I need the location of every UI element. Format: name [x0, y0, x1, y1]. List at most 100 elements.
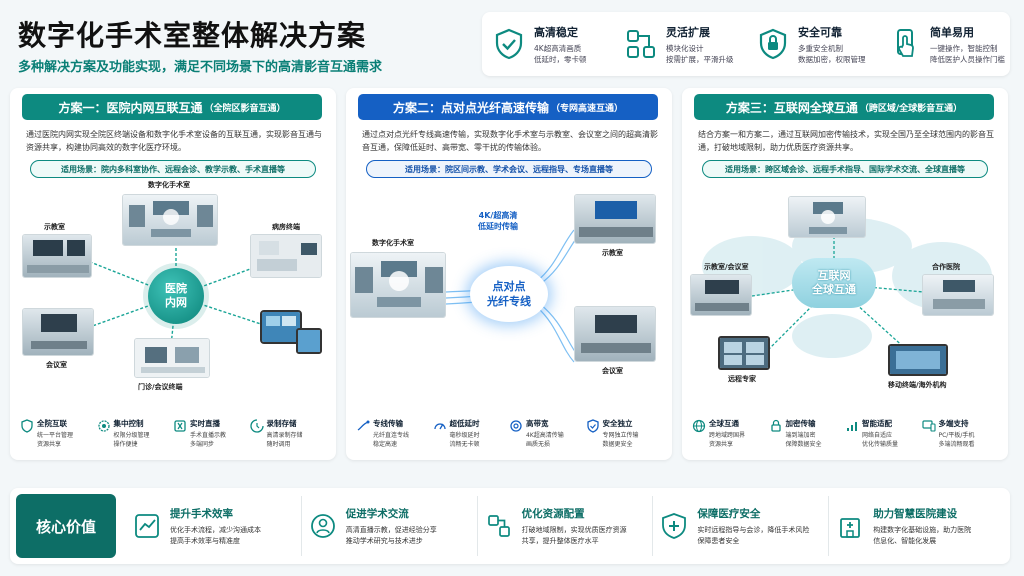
- panel-feature-desc: 权限分级管理: [113, 432, 150, 439]
- core-value-desc: 优化手术流程，减少沟通成本: [170, 525, 261, 534]
- panel-feature-desc: 专网独立传输: [602, 432, 639, 439]
- core-values: 核心价值 提升手术效率优化手术流程，减少沟通成本提高手术效率与精准度 促进学术交…: [10, 488, 1010, 564]
- panel-heading-text: 方案一：医院内网互联互通: [58, 100, 203, 115]
- core-values-label: 核心价值: [16, 494, 116, 558]
- feature-name: 安全可靠: [798, 25, 842, 39]
- feature-desc: 数据加密，权限管理: [798, 54, 866, 64]
- panel-feature-desc: 随时调用: [266, 441, 291, 448]
- fiber-diagram: 4K/超高清低延时传输 数字化手术室 点对点光纤专线 示教室 会议室: [346, 186, 672, 406]
- panel-feature-name: 多端支持: [938, 419, 969, 428]
- meeting-room-image: [574, 306, 656, 362]
- panel-feature-item: 智能适配网络自适应优化传输质量: [845, 418, 922, 454]
- feature-name: 灵活扩展: [666, 25, 710, 39]
- page-title: 数字化手术室整体解决方案: [18, 19, 367, 52]
- panel-feature-desc: 稳定高速: [373, 441, 398, 448]
- efficiency-icon: [135, 514, 159, 538]
- feature-item: 安全可靠多重安全机制数据加密，权限管理: [746, 12, 878, 76]
- panel-feature-desc: 保障数据安全: [785, 441, 822, 448]
- panel-feature-desc: 画质无损: [526, 441, 551, 448]
- panel-feature-name: 高带宽: [526, 419, 549, 428]
- network-diagram: 数字化手术室 示教室 病房终端 医院内网 会议室 门诊/会议终端: [10, 181, 336, 406]
- panel-feature-name: 全院互联: [37, 419, 67, 428]
- panel-feature-item: 专线传输光纤直连专线稳定高速: [356, 418, 433, 454]
- panel-feature-name: 加密传输: [785, 419, 816, 428]
- panel-feature-name: 实时直播: [190, 419, 220, 428]
- devices-icon: [921, 420, 936, 432]
- core-value-desc: 推动学术研究与技术进步: [345, 536, 423, 545]
- core-values-list: 提升手术效率优化手术流程，减少沟通成本提高手术效率与精准度 促进学术交流高清直播…: [126, 496, 1004, 556]
- core-value-desc: 保障患者安全: [697, 536, 740, 545]
- solution-panel-1: 方案一：医院内网互联互通（全院区影音互通） 通过医院内网实现全院区终端设备和数字…: [10, 88, 336, 460]
- core-value-desc: 高清直播示教，促进经验分享: [345, 525, 437, 534]
- panel-feature-item: 全院互联统一平台管理资源共享: [20, 418, 97, 454]
- panel-feature-desc: 多端流畅观看: [938, 441, 975, 448]
- panel-heading-sub: （跨区域/全球影音互通）: [859, 103, 963, 114]
- panel-feature-desc: 手术直播示教: [190, 432, 227, 439]
- live-icon: [174, 420, 186, 432]
- panel-features: 全球互通跨地域跨国界资源共享 加密传输端到端加密保障数据安全 智能适配网络自适应…: [692, 418, 998, 454]
- panel-feature-item: 集中控制权限分级管理操作便捷: [97, 418, 174, 454]
- panel-feature-desc: PC/平板/手机: [938, 432, 975, 439]
- hub-text: 光纤专线: [487, 295, 531, 308]
- room-label: 病房终端: [272, 223, 300, 231]
- modules-icon: [627, 30, 655, 58]
- feature-name: 简单易用: [930, 25, 974, 39]
- panel-feature-desc: 流畅无卡顿: [449, 441, 480, 448]
- clinic-terminal-image: [134, 338, 210, 378]
- panel-feature-desc: 优化传输质量: [862, 441, 899, 448]
- solution-panel-3: 方案三：互联网全球互通（跨区域/全球影音互通） 结合方案一和方案二，通过互联网加…: [682, 88, 1008, 460]
- hub-text: 全球互通: [812, 283, 856, 296]
- core-value-name: 助力智慧医院建设: [873, 507, 958, 520]
- panel-feature-desc: 资源共享: [709, 441, 734, 448]
- panel-feature-item: 录制存储高清录制存储随时调用: [249, 418, 327, 454]
- panel-feature-desc: 操作便捷: [113, 441, 138, 448]
- room-label: 示教室/会议室: [704, 263, 749, 271]
- hub-text: 医院: [165, 282, 187, 295]
- panel-feature-item: 加密传输端到端加密保障数据安全: [769, 418, 846, 454]
- panel-feature-name: 超低延时: [449, 419, 480, 428]
- operating-room-image: [350, 252, 446, 318]
- mobile-terminal-image: [888, 344, 948, 376]
- panel-feature-desc: 高清录制存储: [266, 432, 303, 439]
- room-label: 门诊/会议终端: [138, 383, 183, 391]
- feature-item: 简单易用一键操作，智能控制降低医护人员操作门槛: [878, 12, 1010, 76]
- panel-feature-desc: 数据更安全: [602, 441, 633, 448]
- panel-features: 全院互联统一平台管理资源共享 集中控制权限分级管理操作便捷 实时直播手术直播示教…: [20, 418, 326, 454]
- hub-text: 内网: [165, 296, 187, 309]
- feature-item: 灵活扩展模块化设计按需扩展，平滑升级: [614, 12, 746, 76]
- classroom-image: [574, 194, 656, 244]
- speed-text: 低延时传输: [478, 222, 518, 231]
- panel-heading-sub: （专网高速互通）: [551, 103, 624, 114]
- remote-expert-image: [718, 336, 770, 370]
- operating-room-image: [122, 194, 218, 246]
- shield-check-icon: [495, 28, 523, 60]
- core-value-desc: 打破地域限制，实现优质医疗资源: [521, 525, 627, 534]
- panel-feature-item: 安全独立专网独立传输数据更安全: [586, 418, 663, 454]
- operating-room-image: [788, 196, 866, 238]
- room-label: 会议室: [46, 361, 67, 369]
- panel-feature-desc: 跨地域跨国界: [709, 432, 746, 439]
- core-value-desc: 信息化、智能化发展: [873, 536, 937, 545]
- tablet-device-image: [260, 310, 302, 344]
- panel-feature-desc: 统一平台管理: [37, 432, 74, 439]
- medical-safety-icon: [662, 513, 687, 539]
- feature-name: 高清稳定: [534, 25, 578, 39]
- academic-icon: [310, 514, 335, 538]
- phone-device-image: [296, 328, 322, 354]
- shield-check-icon: [586, 419, 599, 433]
- core-value-desc: 实时远程指导与会诊，降低手术风险: [697, 525, 810, 534]
- panel-description: 通过医院内网实现全院区终端设备和数字化手术室设备的互联互通，实现影音互通与资源共…: [26, 130, 322, 152]
- panel-feature-item: 多端支持 PC/平板/手机多端流畅观看: [921, 418, 999, 454]
- panel-feature-name: 安全独立: [602, 419, 633, 428]
- panel-feature-desc: 网络自适应: [862, 432, 893, 439]
- panel-heading-text: 方案三：互联网全球互通: [725, 100, 858, 115]
- core-value-name: 优化资源配置: [521, 507, 585, 520]
- panel-heading: 方案一：医院内网互联互通（全院区影音互通）: [22, 94, 322, 120]
- panel-feature-name: 专线传输: [373, 419, 403, 428]
- gear-icon: [97, 420, 110, 432]
- feature-desc: 一键操作，智能控制: [930, 43, 998, 53]
- speed-label: 4K/超高清低延时传输: [478, 210, 518, 232]
- core-value-name: 提升手术效率: [170, 507, 233, 520]
- core-value-name: 促进学术交流: [345, 507, 409, 520]
